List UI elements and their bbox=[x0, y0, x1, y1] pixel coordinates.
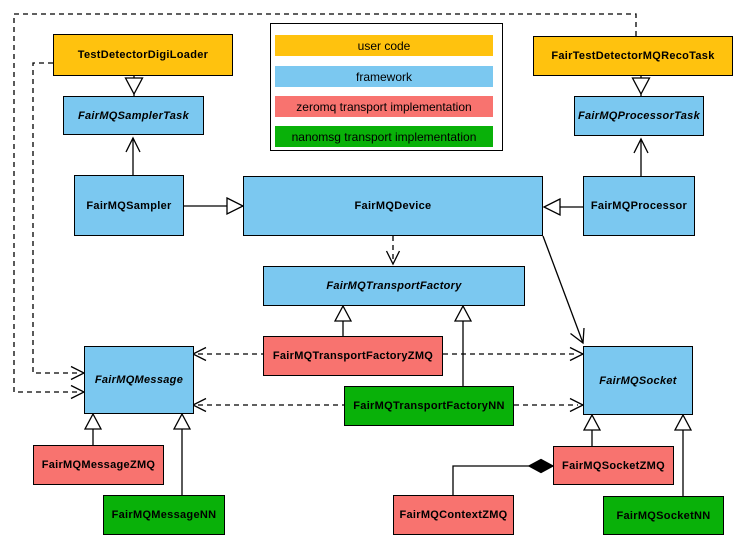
legend-item-zeromq: zeromq transport implementation bbox=[275, 96, 493, 117]
class-box-fairmqsampler: FairMQSampler bbox=[74, 175, 184, 236]
class-box-fairmqsocketnn: FairMQSocketNN bbox=[603, 496, 724, 535]
edge-tfnn-transportfactory bbox=[453, 304, 473, 386]
edge-tfzmq-transportfactory bbox=[333, 304, 353, 336]
edge-device-socket bbox=[542, 235, 585, 345]
class-box-fairmqtransportfactorynn: FairMQTransportFactoryNN bbox=[344, 386, 514, 426]
edge-tfzmq-message-dashed bbox=[191, 346, 263, 362]
class-box-fairmqdevice: FairMQDevice bbox=[243, 176, 543, 236]
legend-item-nanomsg: nanomsg transport implementation bbox=[275, 126, 493, 147]
edge-tfnn-socket-dashed bbox=[514, 397, 585, 413]
class-box-fairmqmessage: FairMQMessage bbox=[84, 346, 194, 414]
edge-tfnn-message-dashed bbox=[191, 397, 344, 413]
class-box-fairmqcontextzmq: FairMQContextZMQ bbox=[393, 495, 514, 535]
class-box-fairmqsocketzmq: FairMQSocketZMQ bbox=[553, 446, 674, 485]
composition-diamond-icon bbox=[527, 458, 555, 474]
class-box-fairmqmessagezmq: FairMQMessageZMQ bbox=[33, 445, 164, 485]
edge-recotask-processortask bbox=[631, 76, 651, 96]
class-box-fairmqsocket: FairMQSocket bbox=[583, 346, 693, 415]
legend-item-framework: framework bbox=[275, 66, 493, 87]
class-box-testdetectordigiloader: TestDetectorDigiLoader bbox=[53, 34, 233, 76]
edge-digiloader-samplertask bbox=[124, 76, 144, 96]
edge-processor-processortask bbox=[633, 137, 649, 176]
legend-box: user code framework zeromq transport imp… bbox=[270, 23, 503, 151]
edge-sampler-device bbox=[184, 196, 245, 216]
class-box-fairmqmessagenn: FairMQMessageNN bbox=[103, 495, 225, 535]
edge-socketzmq-socket bbox=[582, 413, 602, 446]
class-box-fairmqprocessortask: FairMQProcessorTask bbox=[574, 96, 704, 136]
legend-label: nanomsg transport implementation bbox=[291, 129, 477, 144]
edge-sampler-samplertask bbox=[125, 136, 141, 175]
edge-messagezmq-message bbox=[83, 412, 103, 445]
class-box-fairmqprocessor: FairMQProcessor bbox=[583, 176, 695, 236]
edge-contextzmq-socketzmq bbox=[452, 458, 555, 495]
edge-processor-device bbox=[542, 197, 583, 217]
legend-label: zeromq transport implementation bbox=[296, 99, 472, 114]
legend-item-user-code: user code bbox=[275, 35, 493, 56]
class-box-fairmqtransportfactoryzmq: FairMQTransportFactoryZMQ bbox=[263, 336, 443, 376]
edge-device-transportfactory-dashed bbox=[385, 236, 401, 266]
edge-socketnn-socket bbox=[673, 413, 693, 496]
class-box-fairmqtransportfactory: FairMQTransportFactory bbox=[263, 266, 525, 306]
edge-messagenn-message bbox=[172, 412, 192, 495]
class-box-fairmqsamplertask: FairMQSamplerTask bbox=[63, 96, 204, 135]
edge-tfzmq-socket-dashed bbox=[443, 346, 585, 362]
legend-label: user code bbox=[357, 38, 411, 53]
class-box-fairtestdetectormqrecotask: FairTestDetectorMQRecoTask bbox=[533, 36, 733, 76]
legend-label: framework bbox=[355, 69, 412, 84]
